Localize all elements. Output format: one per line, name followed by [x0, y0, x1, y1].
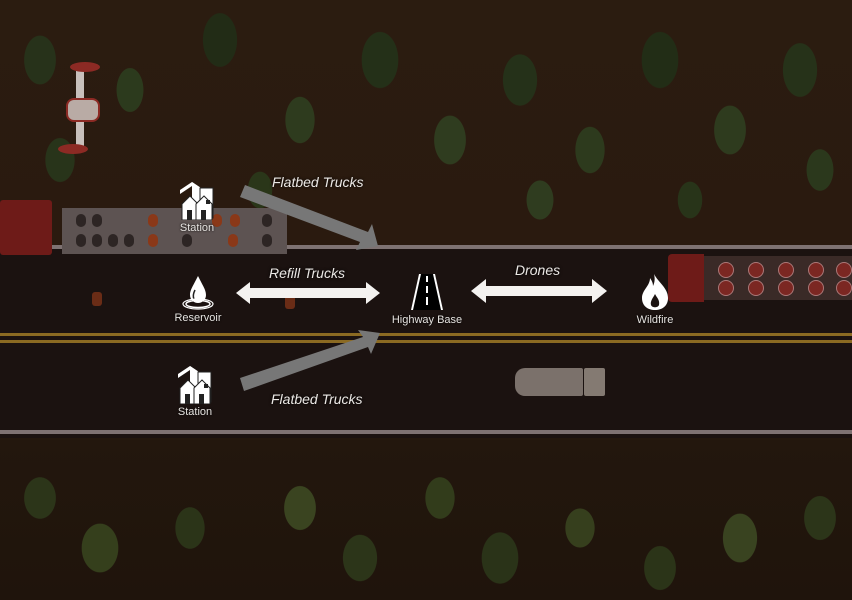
forest-top: [0, 0, 852, 246]
houses-icon: [178, 366, 212, 404]
node-highway-base: Highway Base: [388, 272, 466, 326]
road-cone: [92, 292, 102, 306]
flatbed-truck-left: [0, 200, 300, 255]
edge-label-flatbed-top: Flatbed Trucks: [272, 174, 364, 190]
flying-drone: [52, 58, 112, 158]
node-reservoir: Reservoir: [172, 274, 224, 324]
node-station-top: Station: [174, 180, 220, 234]
edge-label-drones: Drones: [515, 262, 561, 278]
edge-label-refill: Refill Trucks: [269, 265, 345, 281]
road-edge-line-top: [0, 245, 852, 249]
node-wildfire: Wildfire: [632, 272, 678, 326]
edge-label-flatbed-bottom: Flatbed Trucks: [271, 391, 363, 407]
node-station-bottom: Station: [172, 364, 218, 418]
forest-bottom: [0, 438, 852, 600]
node-label: Reservoir: [174, 312, 222, 324]
road-icon: [411, 274, 443, 310]
node-label: Station: [179, 222, 215, 234]
road-cone: [285, 295, 295, 309]
center-line-2: [0, 340, 852, 343]
tanker-truck: [515, 368, 605, 396]
center-line-1: [0, 333, 852, 336]
road-edge-line-bottom: [0, 430, 852, 434]
houses-icon: [180, 182, 214, 220]
drone-carrier-truck-right: [668, 254, 852, 304]
water-drop-icon: [182, 276, 214, 310]
node-label: Highway Base: [391, 314, 463, 326]
node-label: Wildfire: [636, 314, 674, 326]
node-label: Station: [177, 406, 213, 418]
flame-icon: [642, 274, 668, 310]
